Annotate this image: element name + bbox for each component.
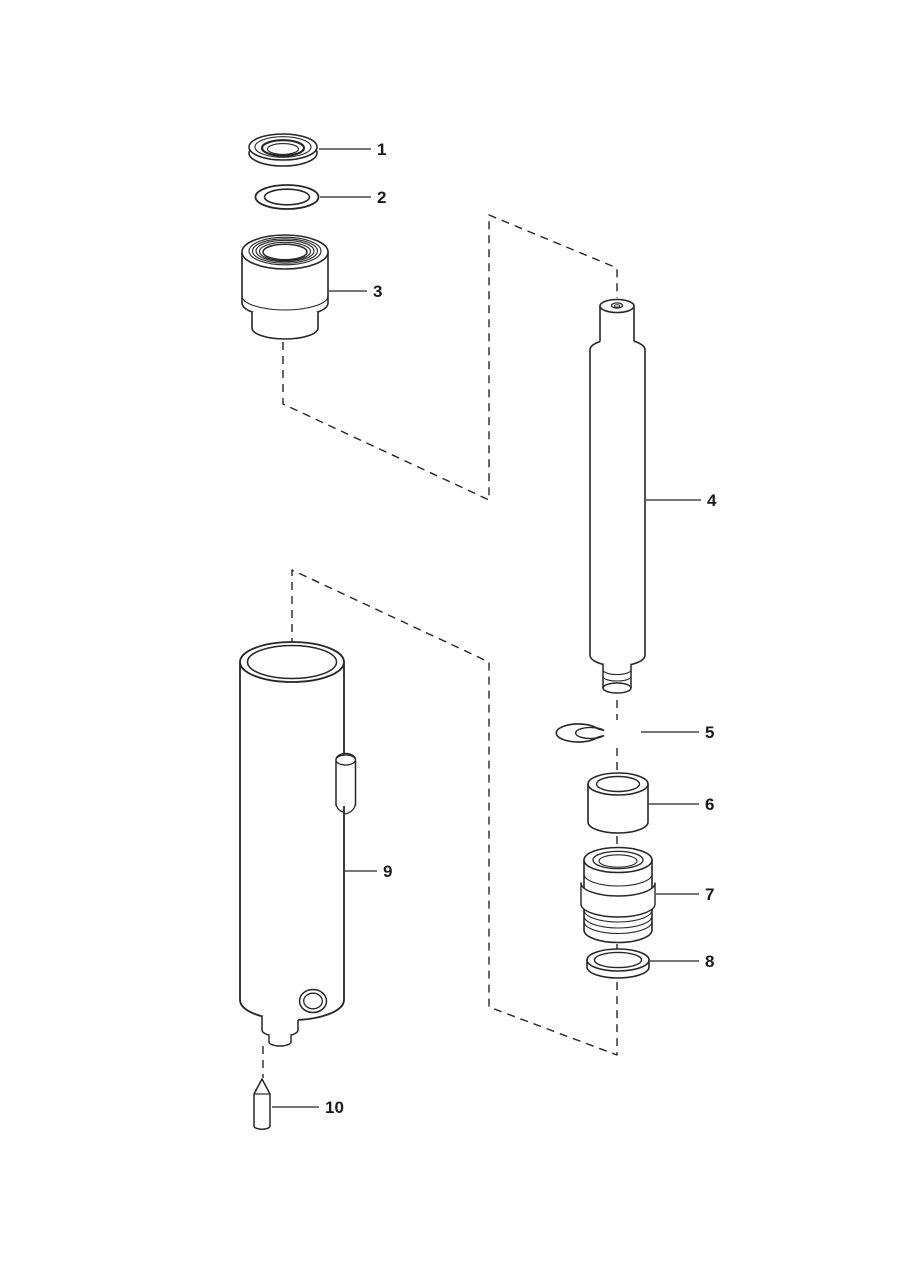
part-number-7: 7 [705, 885, 714, 904]
part-number-1: 1 [377, 140, 386, 159]
part-number-2: 2 [377, 188, 386, 207]
centerline-rod-to-cylinder [291, 569, 618, 1056]
part-number-4: 4 [707, 491, 717, 510]
part-3-end-cap [241, 234, 329, 340]
part-7-piston [580, 846, 656, 944]
part-number-10: 10 [325, 1098, 344, 1117]
part-5-snap-ring [555, 723, 605, 743]
part-number-9: 9 [383, 862, 392, 881]
callout-6: 6 [649, 795, 714, 814]
callouts: 1 2 3 4 5 6 7 [272, 140, 717, 1117]
part-number-6: 6 [705, 795, 714, 814]
part-10-pin [253, 1078, 271, 1130]
drawing-root: 1 2 3 4 5 6 7 [239, 133, 717, 1130]
part-number-8: 8 [705, 952, 714, 971]
callout-8: 8 [650, 952, 714, 971]
part-6-spacer [587, 772, 649, 834]
part-2-o-ring [254, 184, 320, 210]
part-number-3: 3 [373, 282, 382, 301]
assembly-centerlines [262, 214, 618, 1078]
part-number-5: 5 [705, 723, 714, 742]
callout-9: 9 [345, 862, 392, 881]
part-8-ring [586, 948, 650, 979]
callout-10: 10 [272, 1098, 344, 1117]
part-4-piston-rod [589, 298, 646, 694]
part-1-seal-cap [248, 133, 318, 167]
callout-3: 3 [329, 282, 382, 301]
callout-5: 5 [641, 723, 714, 742]
callout-4: 4 [646, 491, 717, 510]
callout-2: 2 [320, 188, 386, 207]
centerline-cap-to-rod [282, 214, 618, 501]
callout-7: 7 [656, 885, 714, 904]
part-9-cylinder-body [239, 641, 357, 1047]
callout-1: 1 [319, 140, 386, 159]
